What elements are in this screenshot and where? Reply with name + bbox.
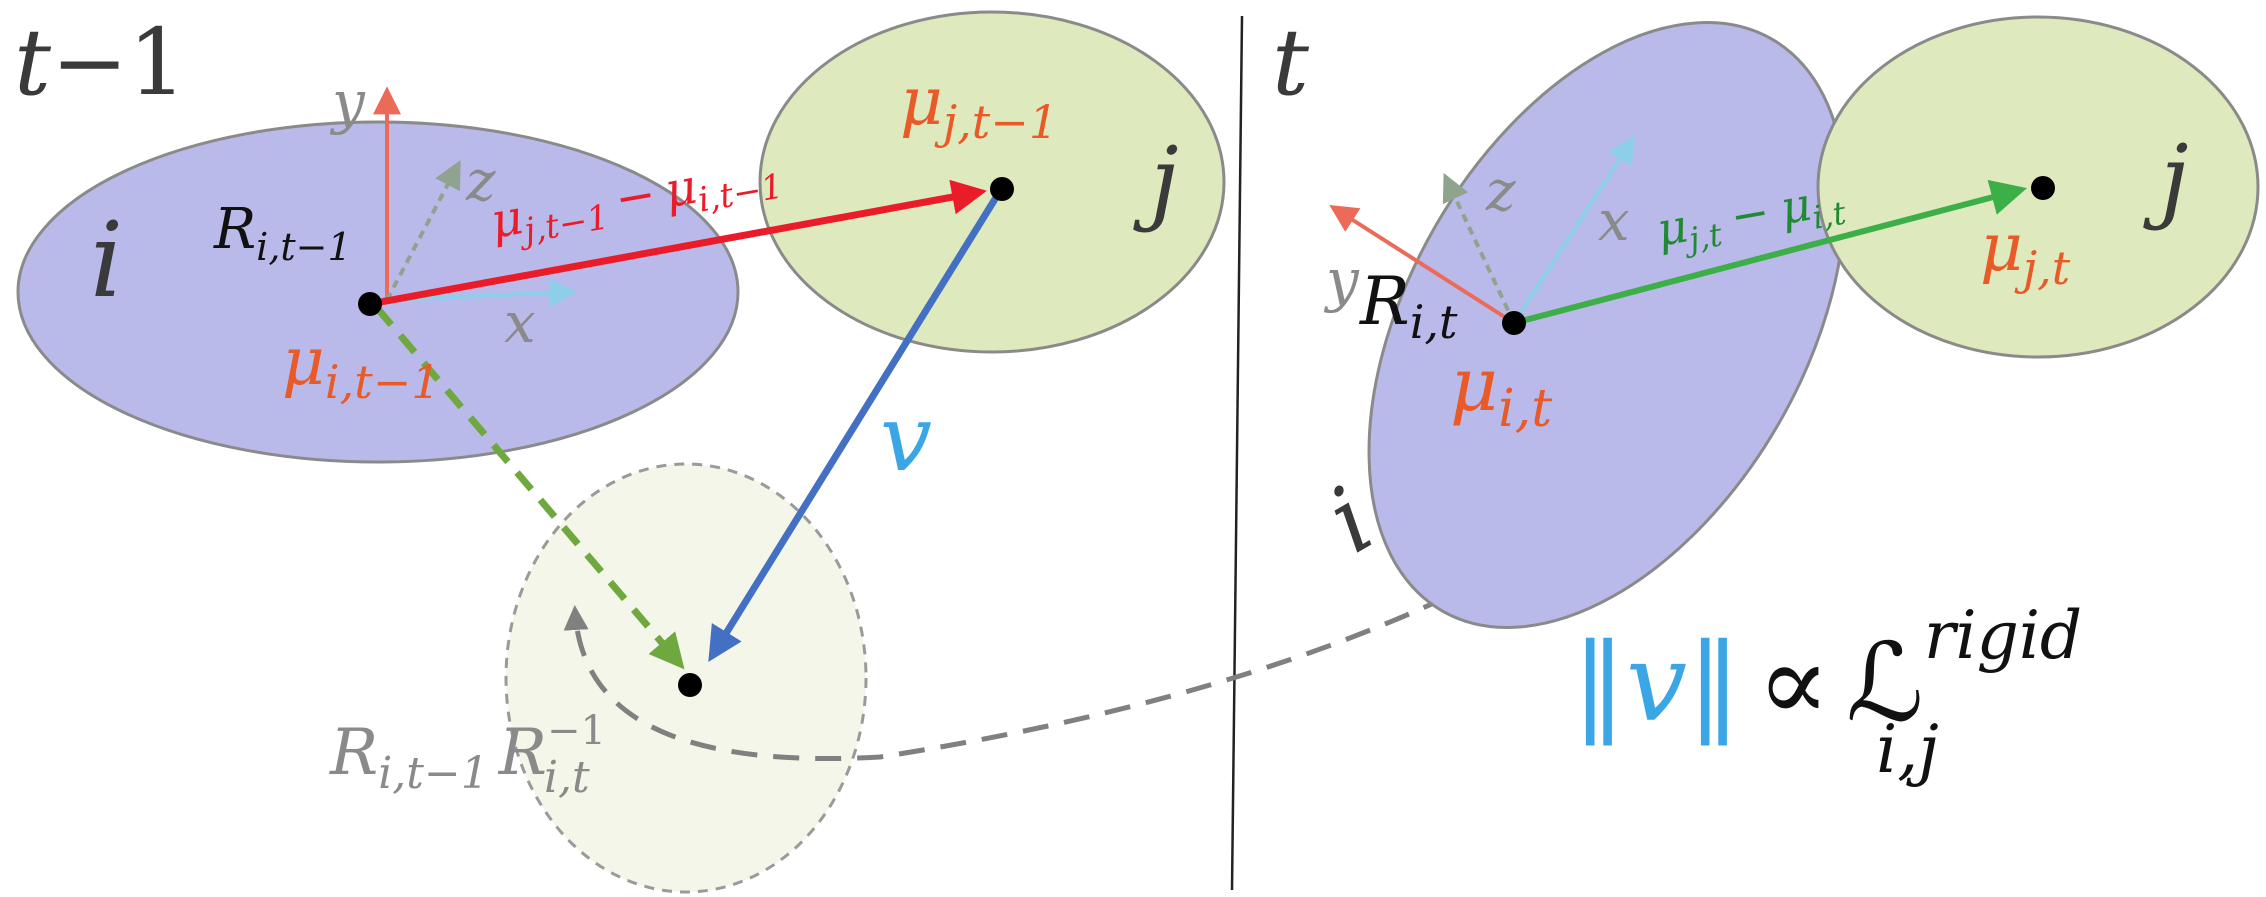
time-label-left: t−1 [14,9,187,116]
axis-z-label-right: z [1485,159,1516,224]
axis-z-arrow-right [1442,172,1516,324]
relative-offset-arrow-left [369,179,987,308]
time-divider [1230,15,1244,891]
axis-z-arrow-left [385,160,461,301]
mu-i-label-right: μi,t [1450,342,1552,439]
axis-y-label-right: y [1323,246,1360,314]
ellipse-j-left [758,10,1226,354]
residual-v-arrow [708,189,1003,662]
ellipse-i-right [1367,21,1847,629]
axis-y-arrow-right [1329,204,1516,325]
rotation-label-right: Ri,t [1359,263,1458,349]
rotated-offset-arrow [374,305,685,670]
rotation-label-left: Ri,t−1 [213,197,352,269]
transformed-point [678,673,702,697]
mu-j-right-point [2031,176,2055,200]
mu-j-left-point [990,177,1014,201]
time-label-right: t [1272,9,1310,116]
axis-z-label-left: z [465,149,496,214]
axis-x-arrow-right [1512,135,1636,325]
mu-i-right-point [1502,311,1526,335]
axis-x-label-left: x [504,291,536,356]
v-label: v [880,385,932,492]
mu-i-label-left: μi,t−1 [282,323,441,409]
ellipse-i-label-left: i [90,199,123,321]
ellipse-i-left [16,120,740,464]
relative-offset-arrow-right [1513,179,2027,326]
axis-x-label-right: x [1598,189,1630,254]
mu-i-left-point [358,292,382,316]
mu-j-label-right: μj,t [1980,209,2071,295]
axis-y-label-left: y [329,68,366,136]
mu-j-label-left: μj,t−1 [900,63,1058,149]
